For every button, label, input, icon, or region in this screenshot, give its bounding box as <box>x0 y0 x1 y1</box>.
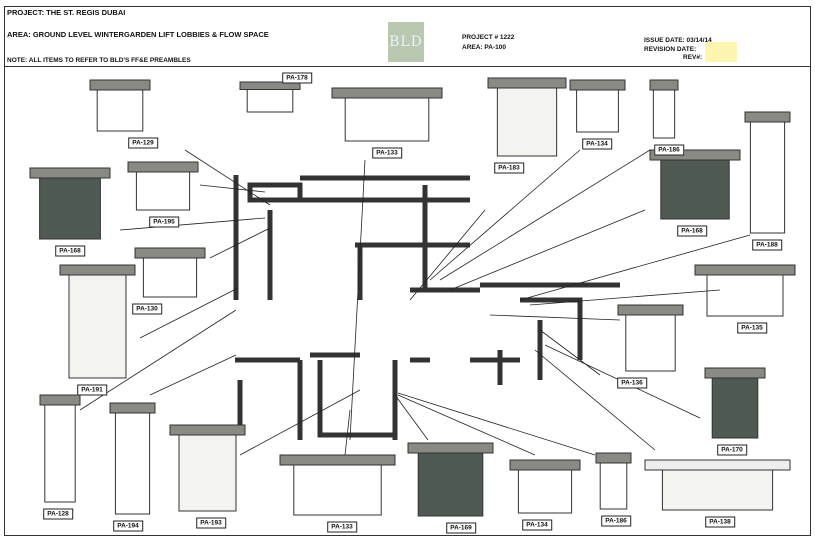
floor-lamp-image <box>744 111 791 234</box>
side-table-image <box>617 304 684 372</box>
floor-plan <box>233 175 620 440</box>
rev-number: REV#: <box>683 54 703 61</box>
item-code-label: PA-129 <box>128 137 158 149</box>
item-code-label: PA-186 <box>601 515 631 527</box>
preamble-note: NOTE: ALL ITEMS TO REFER TO BLD'S FF&E P… <box>7 57 191 64</box>
console-image <box>279 454 396 516</box>
console-image <box>694 264 796 317</box>
item-code-label: PA-168 <box>55 245 85 257</box>
chandelier-image <box>169 424 246 512</box>
area-title: AREA: GROUND LEVEL WINTERGARDEN LIFT LOB… <box>7 30 269 39</box>
item-code-label: PA-133 <box>327 521 357 533</box>
header-divider <box>4 66 810 67</box>
furniture-images <box>29 77 796 517</box>
revision-highlight <box>705 42 737 62</box>
bld-logo: BLD <box>388 22 424 62</box>
chandelier-image <box>487 77 567 157</box>
leader-lines <box>79 149 751 456</box>
item-code-label: PA-191 <box>77 384 107 396</box>
table-lamp-image <box>595 452 632 510</box>
area-code: AREA: PA-100 <box>462 44 506 51</box>
chandelier-image <box>59 264 136 379</box>
vitrine-image <box>39 394 81 503</box>
sideboard-image <box>644 459 791 511</box>
item-code-label: PA-169 <box>446 522 476 534</box>
item-code-label: PA-135 <box>737 322 767 334</box>
revision-date: REVISION DATE: <box>644 46 697 53</box>
project-title: PROJECT: THE ST. REGIS DUBAI <box>7 8 126 17</box>
item-code-label: PA-130 <box>132 303 162 315</box>
item-code-label: PA-133 <box>372 147 402 159</box>
armchair-image <box>704 367 766 439</box>
item-code-label: PA-134 <box>522 519 552 531</box>
torchiere-image <box>109 402 156 515</box>
armchair-image <box>29 167 111 240</box>
table-lamp-image <box>649 79 679 139</box>
item-code-label: PA-186 <box>654 144 684 156</box>
side-table-image <box>134 247 206 298</box>
project-number: PROJECT # 1222 <box>462 34 515 41</box>
item-code-label: PA-183 <box>494 162 524 174</box>
side-table-image <box>569 79 626 133</box>
item-code-label: PA-193 <box>196 517 226 529</box>
item-code-label: PA-138 <box>705 516 735 528</box>
item-code-label: PA-168 <box>677 225 707 237</box>
mirror-image <box>239 81 301 113</box>
item-code-label: PA-128 <box>43 508 73 520</box>
armchair-image <box>649 149 741 220</box>
armchair-image <box>407 442 494 517</box>
issue-date: ISSUE DATE: 03/14/14 <box>644 37 712 44</box>
sheet-border <box>4 6 811 536</box>
item-code-label: PA-195 <box>149 216 179 228</box>
side-table-image <box>509 459 581 514</box>
item-code-label: PA-134 <box>582 138 612 150</box>
sconce-image <box>127 161 199 211</box>
item-code-label: PA-170 <box>717 444 747 456</box>
console-image <box>89 79 151 132</box>
item-code-label: PA-178 <box>282 72 312 84</box>
item-code-label: PA-194 <box>113 520 143 532</box>
console-image <box>331 87 443 142</box>
item-code-label: PA-136 <box>617 377 647 389</box>
item-code-label: PA-188 <box>752 239 782 251</box>
